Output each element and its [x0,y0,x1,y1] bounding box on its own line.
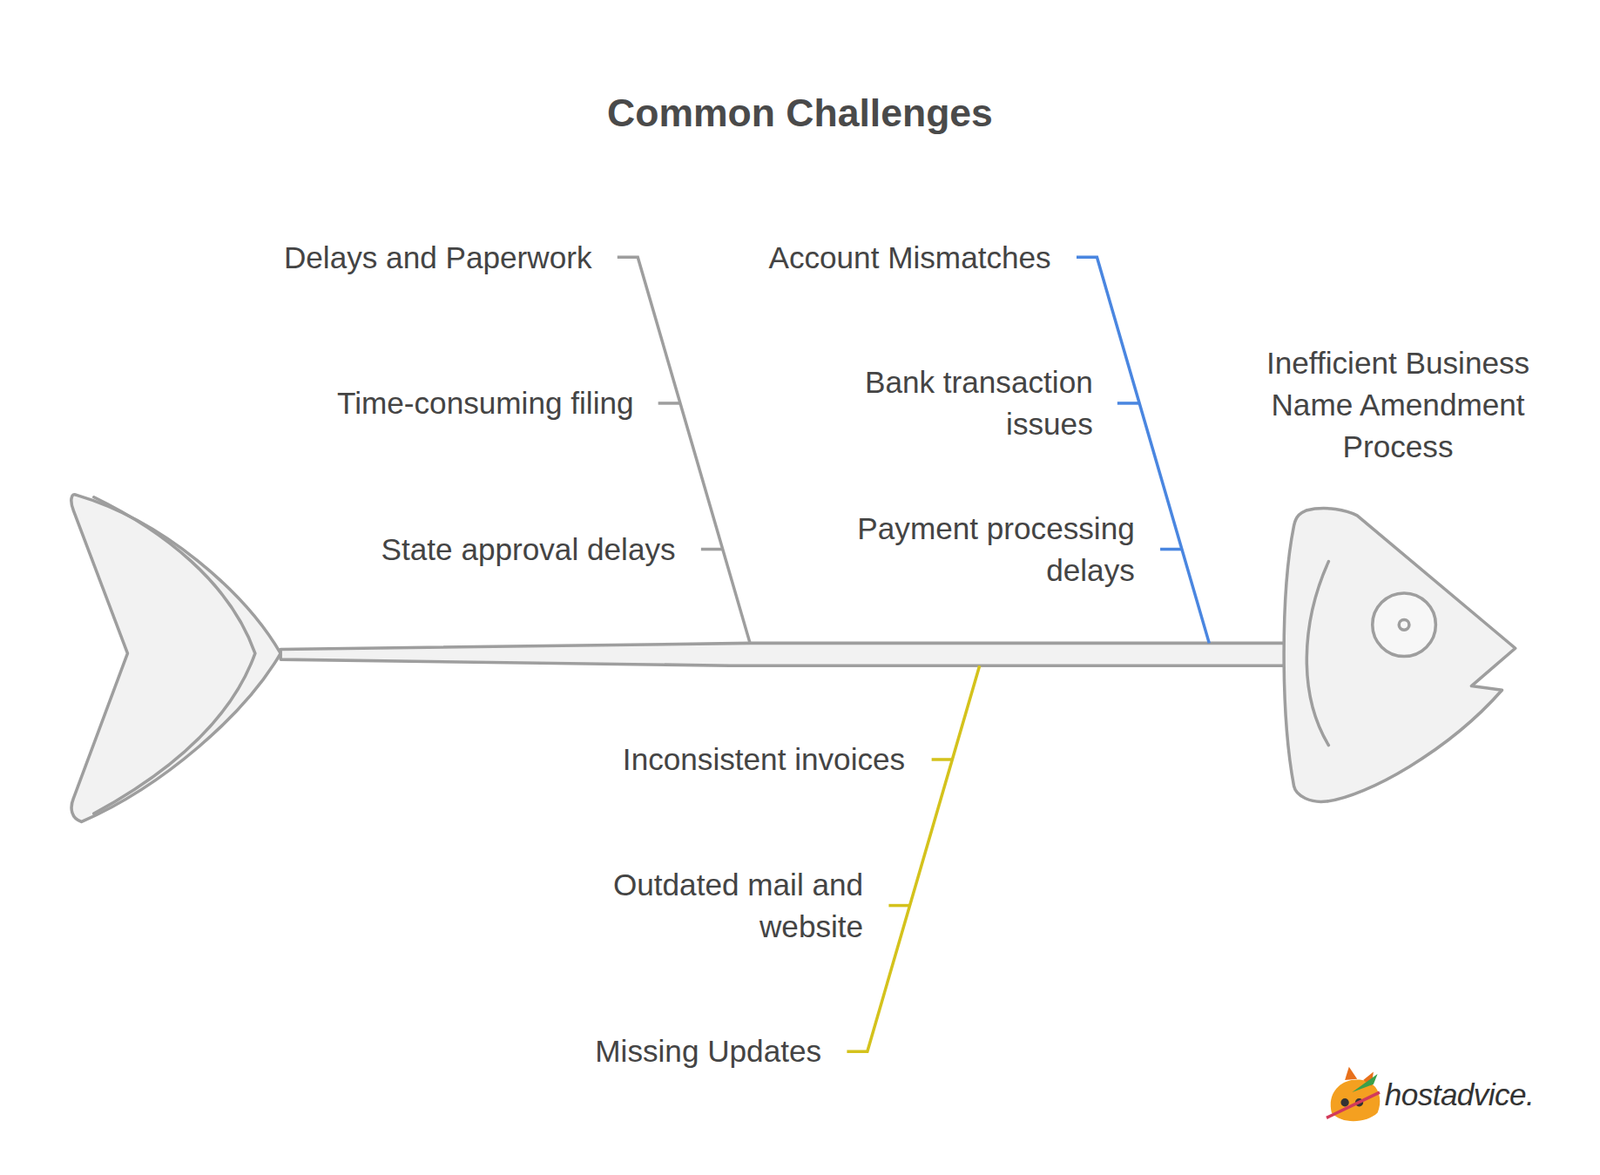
cause-label: Payment processing delays [808,506,1135,591]
logo-eye [1340,1098,1349,1107]
category-label: Missing Updates [594,1030,822,1073]
fish-spine [280,642,1288,666]
cause-tick [888,904,911,908]
category-bone [846,665,979,1052]
effect-label: Inefficient Business Name Amendment Proc… [1239,342,1556,468]
logo-body [1330,1080,1381,1122]
logo-feather [1351,1073,1378,1093]
head-shape [1283,508,1516,803]
cause-tick [658,401,682,406]
logo-ear [1344,1066,1357,1081]
watermark: hostadvice. [1384,1078,1534,1114]
cause-label: Time-consuming filing [337,382,635,425]
watermark-logo [1326,1066,1380,1121]
logo-pen [1326,1092,1380,1118]
category-label: Delays and Paperwork [283,236,593,278]
cause-label: Bank transaction issues [816,361,1093,446]
cause-label: State approval delays [381,528,676,571]
gill-line [1306,561,1329,746]
cause-tick [1117,401,1141,406]
cause-tick [701,547,723,552]
cause-tick [931,757,952,762]
cause-label: Outdated mail and website [567,864,864,948]
fish-tail [71,494,281,823]
category-label: Account Mismatches [768,236,1051,278]
category-bone [617,256,750,643]
fish-eye [1372,593,1437,657]
cause-tick [1160,547,1182,552]
cause-label: Inconsistent invoices [622,738,905,781]
diagram-title: Common Challenges [0,91,1600,136]
fish-pupil [1398,619,1410,630]
fish-head: Inefficient Business Name Amendment Proc… [1239,342,1556,812]
tail-inner-line [94,497,256,814]
